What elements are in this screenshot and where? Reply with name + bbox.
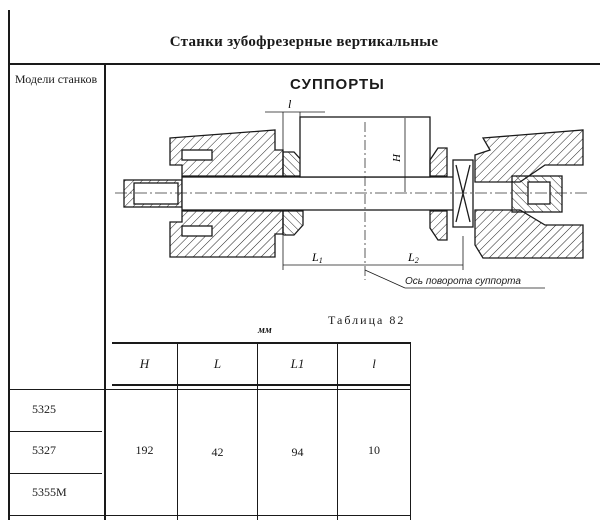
table-right-border: [410, 342, 411, 520]
right-cone-top: [429, 147, 448, 177]
title-divider: [8, 63, 600, 65]
table-unit: мм: [258, 325, 272, 336]
value-H: 192: [135, 443, 154, 457]
page-title: Станки зубофрезерные вертикальные: [169, 34, 439, 50]
col-divider: [177, 344, 178, 520]
row-divider: [10, 431, 102, 432]
right-cone-bottom: [429, 210, 448, 241]
left-collar-bottom: [282, 210, 304, 236]
value-l: 10: [368, 443, 380, 457]
value-L1: 94: [291, 445, 304, 459]
dimension-label-H: H: [391, 153, 403, 163]
table-caption: Таблица 82: [328, 313, 406, 327]
support-assembly-drawing: l H L1 L2: [115, 97, 590, 289]
table-header-rule: [112, 384, 411, 386]
model-5327: 5327: [32, 443, 56, 457]
col-divider: [337, 344, 338, 520]
section-title: СУППОРТЫ: [290, 76, 385, 93]
dimension-label-L1: L1: [311, 250, 323, 265]
models-column-divider: [104, 64, 106, 520]
column-header-L: L: [213, 356, 222, 371]
column-header-H: H: [139, 356, 150, 371]
table-header-rule-2: [10, 389, 411, 390]
table-bottom-rule: [10, 515, 411, 516]
arbor-shaft: [181, 176, 455, 211]
col-divider: [257, 344, 258, 520]
row-divider: [10, 473, 102, 474]
column-header-L1: L1: [290, 356, 305, 371]
dimension-label-L2: L2: [407, 250, 419, 265]
table-top-rule: [112, 342, 411, 344]
right-housing-top: [474, 129, 584, 183]
model-5325: 5325: [32, 402, 56, 416]
column-header-l: l: [372, 356, 376, 371]
rotation-axis-note: Ось поворота суппорта: [405, 276, 521, 287]
frame-left-border: [8, 10, 10, 520]
value-L: 42: [211, 445, 224, 459]
model-5355m: 5355М: [32, 485, 67, 499]
models-column-header: Модели станков: [14, 72, 98, 86]
dimension-label-l: l: [288, 97, 292, 111]
right-housing-bottom: [474, 209, 584, 259]
